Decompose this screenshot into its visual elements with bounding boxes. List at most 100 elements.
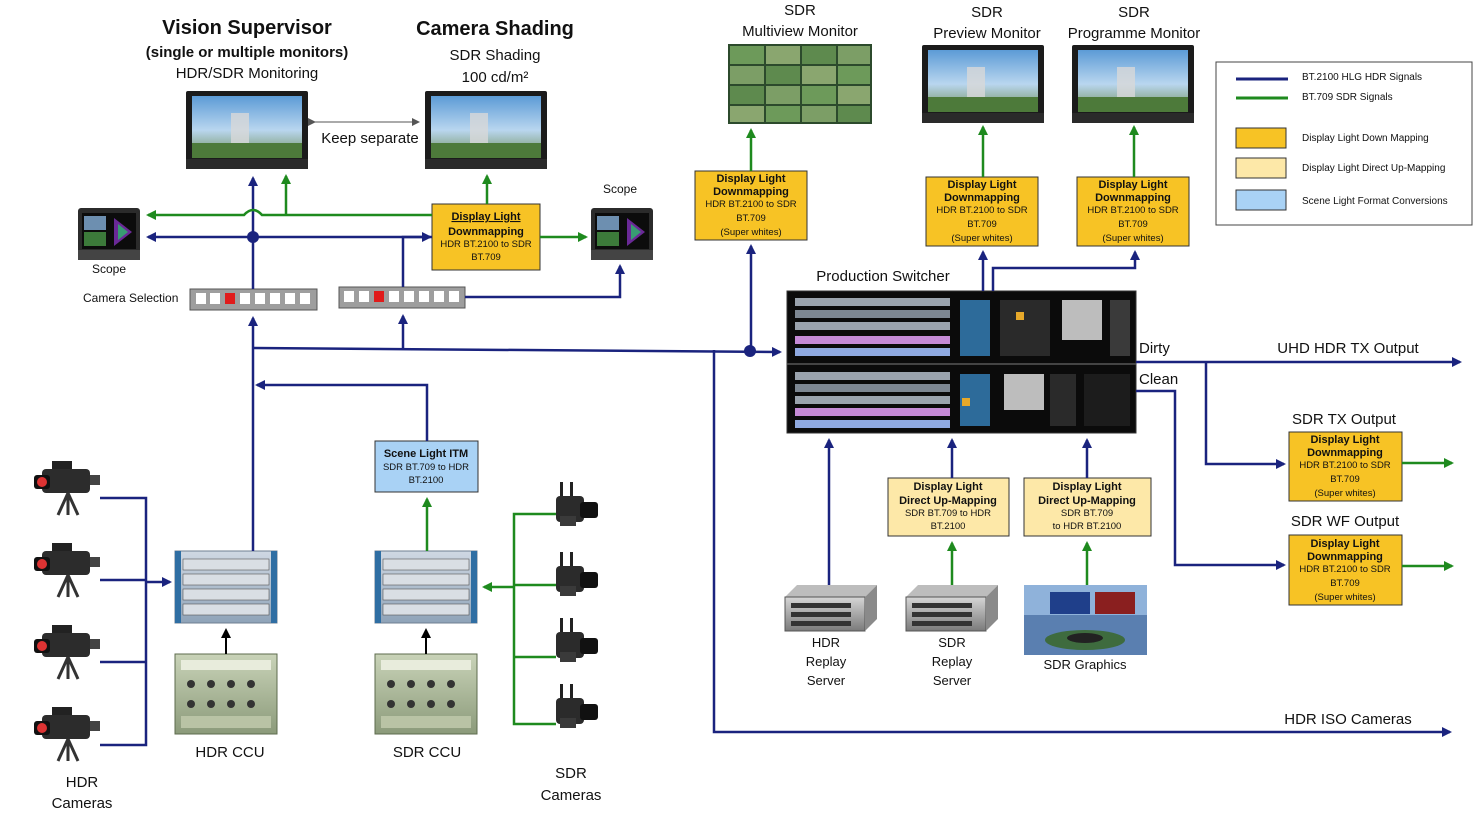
svg-text:(Super whites): (Super whites) xyxy=(1314,592,1375,603)
sdr-wf-output-label: SDR WF Output xyxy=(1291,513,1400,530)
svg-text:HDR BT.2100 to SDR: HDR BT.2100 to SDR xyxy=(1299,460,1390,471)
svg-text:BT.709: BT.709 xyxy=(471,252,501,263)
legend-hdr-label: BT.2100 HLG HDR Signals xyxy=(1302,72,1422,83)
sdr-graphics-label: SDR Graphics xyxy=(1043,657,1127,672)
svg-text:BT.709: BT.709 xyxy=(1118,219,1148,230)
hdr-camera-1 xyxy=(32,459,102,517)
svg-text:HDR BT.2100 to SDR: HDR BT.2100 to SDR xyxy=(705,199,796,210)
hdr-replay-label-1: HDR xyxy=(812,635,840,650)
svg-text:Display Light: Display Light xyxy=(1310,434,1379,446)
svg-text:BT.2100: BT.2100 xyxy=(931,521,966,532)
multiview-sdr-label: SDR xyxy=(784,2,816,19)
svg-text:Downmapping: Downmapping xyxy=(1307,551,1383,563)
legend-scene-swatch xyxy=(1235,189,1287,211)
svg-text:Display Light: Display Light xyxy=(913,481,982,493)
sdr-ccu-label: SDR CCU xyxy=(393,744,461,761)
legend-up-swatch xyxy=(1235,157,1287,179)
hdr-cameras-label-1: HDR xyxy=(66,774,99,791)
preview-sdr-label: SDR xyxy=(971,4,1003,21)
uhd-output-label: UHD HDR TX Output xyxy=(1277,340,1419,357)
svg-text:Display Light: Display Light xyxy=(1310,538,1379,550)
sdr-replay-label-2: Replay xyxy=(932,654,973,669)
shading-downmapping-box: Display Light Downmapping HDR BT.2100 to… xyxy=(431,203,541,271)
svg-text:BT.709: BT.709 xyxy=(1330,578,1360,589)
shading-level-label: 100 cd/m² xyxy=(462,69,529,86)
camera-selection-label: Camera Selection xyxy=(83,291,178,305)
sdr-signal-lines xyxy=(146,125,1454,726)
production-switcher xyxy=(786,290,1137,434)
multiview-monitor xyxy=(728,44,872,124)
hdr-replay-label-2: Replay xyxy=(806,654,847,669)
hdr-junction-2 xyxy=(744,345,756,357)
hdr-camera-2 xyxy=(32,541,102,599)
preview-monitor-label: Preview Monitor xyxy=(933,25,1041,42)
hdr-ccu-rack xyxy=(174,550,278,624)
preview-monitor xyxy=(922,45,1044,123)
svg-text:(Super whites): (Super whites) xyxy=(1102,233,1163,244)
svg-text:Direct Up-Mapping: Direct Up-Mapping xyxy=(1038,495,1136,507)
multiview-downmapping-box: Display Light Downmapping HDR BT.2100 to… xyxy=(694,170,808,241)
sdr-replay-label-1: SDR xyxy=(938,635,965,650)
camera-shading-title: Camera Shading xyxy=(416,18,574,40)
svg-text:HDR BT.2100 to SDR: HDR BT.2100 to SDR xyxy=(440,239,531,250)
svg-text:SDR BT.709: SDR BT.709 xyxy=(1061,508,1113,519)
programme-monitor-label: Programme Monitor xyxy=(1068,25,1201,42)
hdr-replay-label-3: Server xyxy=(807,673,846,688)
programme-downmapping-box: Display Light Downmapping HDR BT.2100 to… xyxy=(1076,176,1190,247)
legend-up-label: Display Light Direct Up-Mapping xyxy=(1302,163,1445,174)
hdr-replay-server-icon xyxy=(784,584,878,632)
sdr-camera-2 xyxy=(556,552,598,596)
svg-text:HDR BT.2100 to SDR: HDR BT.2100 to SDR xyxy=(1299,564,1390,575)
legend-sdr-label: BT.709 SDR Signals xyxy=(1302,92,1393,103)
svg-text:Scene Light ITM: Scene Light ITM xyxy=(384,448,468,460)
sdr-replay-label-3: Server xyxy=(933,673,972,688)
preview-downmapping-box: Display Light Downmapping HDR BT.2100 to… xyxy=(925,176,1039,247)
svg-text:Downmapping: Downmapping xyxy=(448,226,524,238)
tx-downmapping-box: Display Light Downmapping HDR BT.2100 to… xyxy=(1288,431,1403,502)
hdr-camera-3 xyxy=(32,623,102,681)
scene-light-itm-box: Scene Light ITM SDR BT.709 to HDR BT.210… xyxy=(374,440,479,493)
sdr-camera-4 xyxy=(556,684,598,728)
camera-selection-panel-sdr xyxy=(338,286,466,309)
vision-supervisor-title: Vision Supervisor xyxy=(162,17,332,39)
svg-text:Display Light: Display Light xyxy=(451,211,520,223)
svg-text:HDR BT.2100 to SDR: HDR BT.2100 to SDR xyxy=(936,205,1027,216)
sdr-cameras-label-1: SDR xyxy=(555,765,587,782)
camera-shading-monitor xyxy=(425,91,547,169)
svg-text:Display Light: Display Light xyxy=(1098,179,1167,191)
sdr-camera-1 xyxy=(556,482,598,526)
svg-text:Downmapping: Downmapping xyxy=(944,192,1020,204)
multiview-monitor-label: Multiview Monitor xyxy=(742,23,858,40)
sdr-camera-3 xyxy=(556,618,598,662)
legend-scene-label: Scene Light Format Conversions xyxy=(1302,196,1448,207)
hdr-ccu-panel xyxy=(174,653,278,735)
legend-down-swatch xyxy=(1235,127,1287,149)
clean-label: Clean xyxy=(1139,371,1178,388)
legend: BT.2100 HLG HDR Signals BT.709 SDR Signa… xyxy=(1215,61,1473,226)
svg-text:(Super whites): (Super whites) xyxy=(720,227,781,238)
scope-right-icon xyxy=(591,208,653,260)
sdr-replay-server-icon xyxy=(905,584,999,632)
hdr-ccu-label: HDR CCU xyxy=(195,744,264,761)
scope-left-label: Scope xyxy=(92,262,126,276)
vision-supervisor-subtitle: (single or multiple monitors) xyxy=(146,44,349,61)
svg-text:Display Light: Display Light xyxy=(716,173,785,185)
sdr-tx-output-label: SDR TX Output xyxy=(1292,411,1397,428)
camera-selection-panel-hdr xyxy=(189,288,318,311)
programme-monitor xyxy=(1072,45,1194,123)
svg-text:BT.709: BT.709 xyxy=(736,213,766,224)
svg-text:BT.709: BT.709 xyxy=(1330,474,1360,485)
svg-text:HDR BT.2100 to SDR: HDR BT.2100 to SDR xyxy=(1087,205,1178,216)
svg-text:SDR BT.709 to HDR: SDR BT.709 to HDR xyxy=(905,508,991,519)
wf-downmapping-box: Display Light Downmapping HDR BT.2100 to… xyxy=(1288,534,1403,606)
programme-sdr-label: SDR xyxy=(1118,4,1150,21)
dirty-label: Dirty xyxy=(1139,340,1170,357)
hdr-signal-lines xyxy=(100,176,1462,747)
svg-text:Downmapping: Downmapping xyxy=(1307,447,1383,459)
scope-left-icon xyxy=(78,208,140,260)
svg-text:BT.709: BT.709 xyxy=(967,219,997,230)
sdr-shading-label: SDR Shading xyxy=(450,47,541,64)
svg-text:Downmapping: Downmapping xyxy=(713,186,789,198)
hdr-junction-1 xyxy=(247,231,259,243)
